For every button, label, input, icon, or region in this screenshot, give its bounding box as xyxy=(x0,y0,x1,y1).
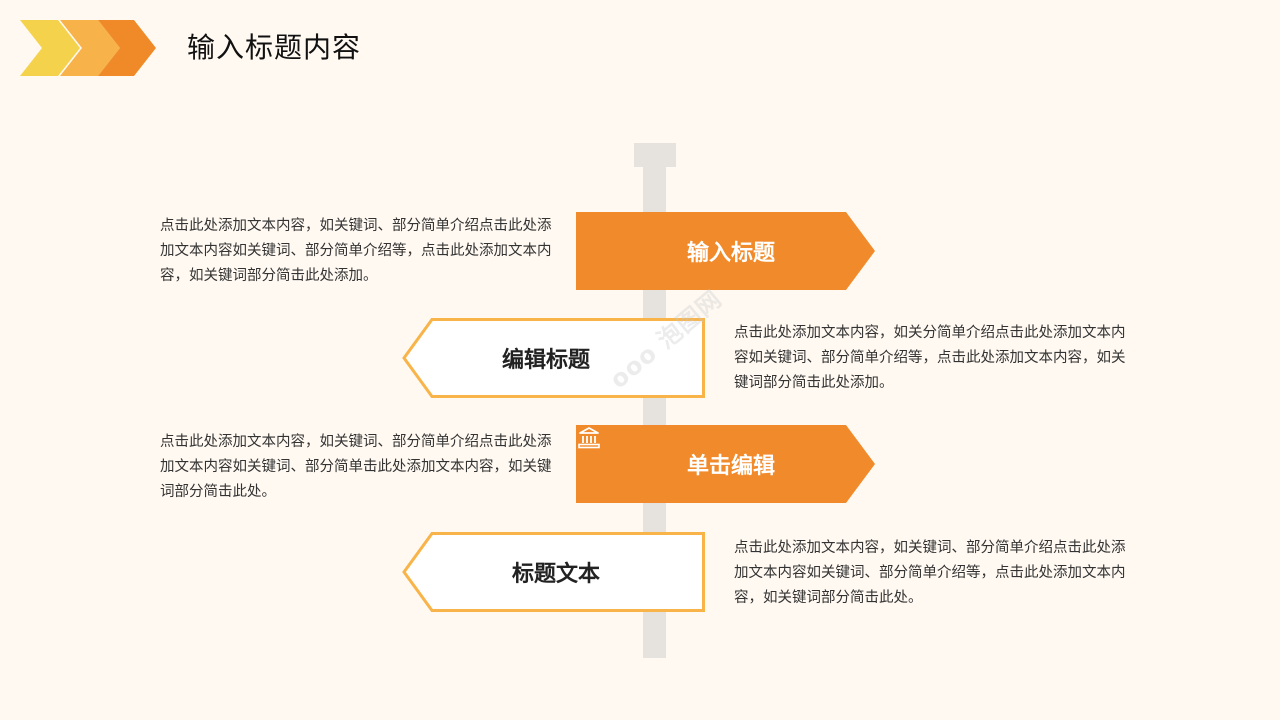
header-chevrons-icon xyxy=(20,20,156,76)
sign-edit-title[interactable]: 编辑标题 xyxy=(402,318,705,398)
sign-shape xyxy=(576,212,875,290)
sign-shape xyxy=(576,425,875,503)
description-text-1: 点击此处添加文本内容，如关键词、部分简单介绍点击此处添加文本内容如关键词、部分简… xyxy=(160,218,552,284)
sign-shape xyxy=(402,532,705,612)
sign-shape xyxy=(402,318,705,398)
sign-label: 编辑标题 xyxy=(501,348,590,373)
description-text-3: 点击此处添加文本内容，如关键词、部分简单介绍点击此处添加文本内容如关键词、部分简… xyxy=(160,434,552,500)
description-text-2: 点击此处添加文本内容，如关分简单介绍点击此处添加文本内容如关键词、部分简单介绍等… xyxy=(734,325,1126,391)
signpost-cap xyxy=(634,143,676,167)
sign-label: 单击编辑 xyxy=(686,454,775,479)
sign-label: 输入标题 xyxy=(686,241,775,266)
sign-label: 标题文本 xyxy=(511,562,600,587)
sign-click-edit[interactable]: 单击编辑 xyxy=(576,425,876,503)
bank-icon xyxy=(578,427,600,449)
sign-title-text[interactable]: 标题文本 xyxy=(402,532,705,612)
description-text-4: 点击此处添加文本内容，如关键词、部分简单介绍点击此处添加文本内容如关键词、部分简… xyxy=(734,540,1126,606)
sign-input-title[interactable]: 输入标题 xyxy=(576,212,876,290)
page-title: 输入标题内容 xyxy=(187,31,362,64)
